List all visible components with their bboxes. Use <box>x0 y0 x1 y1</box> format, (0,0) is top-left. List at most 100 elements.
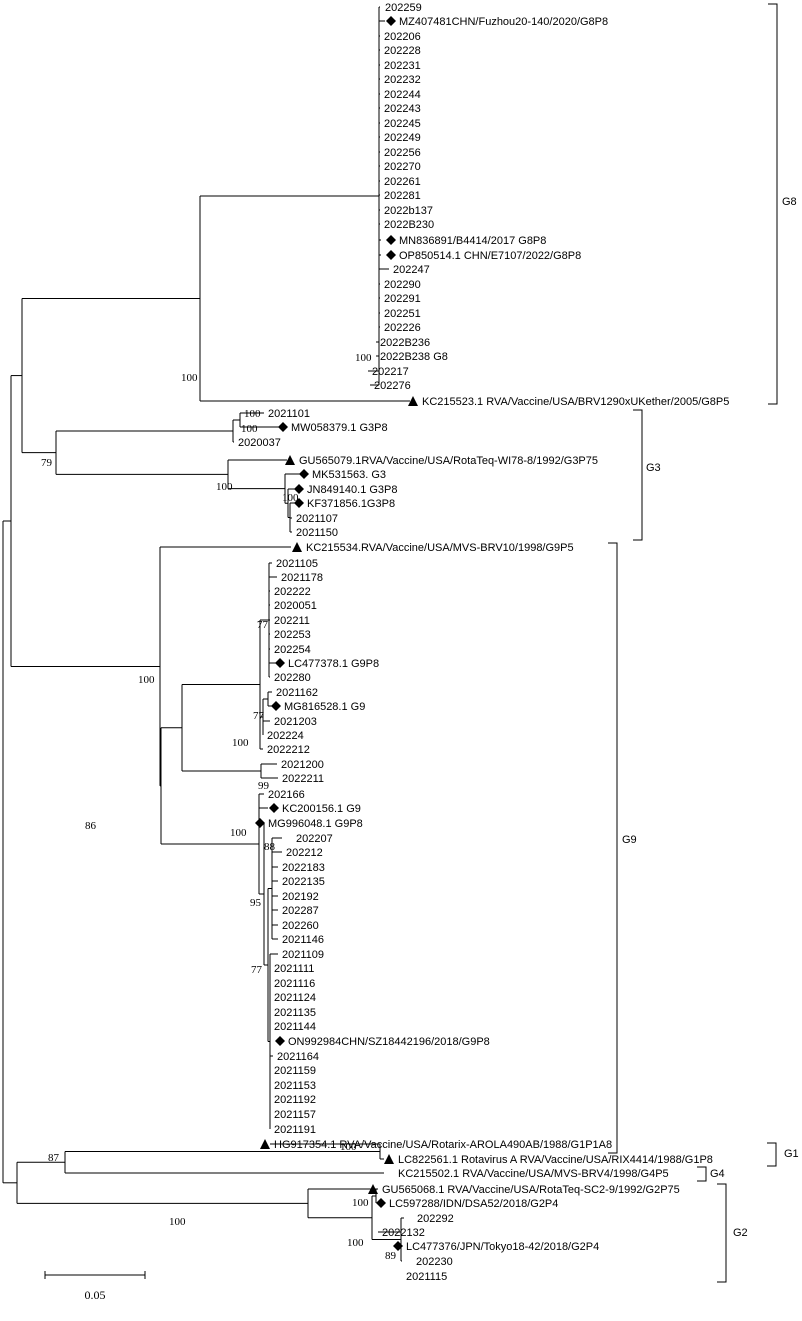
clade-bracket <box>717 1183 727 1283</box>
diamond-marker-icon <box>393 1241 403 1251</box>
clade-label: G1 <box>784 1148 799 1160</box>
tip-label: 2021111 <box>274 963 314 975</box>
tip-label: 202166 <box>268 789 305 801</box>
tip-label: 202222 <box>274 586 311 598</box>
bootstrap-value: 89 <box>385 1250 397 1262</box>
bootstrap-value: 88 <box>264 841 276 853</box>
tip-label: 202247 <box>393 264 430 276</box>
tip-label: 2021105 <box>276 558 318 570</box>
scale-bar-label: 0.05 <box>85 1288 106 1302</box>
clade-bracket <box>697 1166 707 1182</box>
bootstrap-value: 87 <box>48 1152 60 1164</box>
diamond-marker-icon <box>299 469 309 479</box>
tip-label: 202249 <box>384 132 421 144</box>
diamond-marker-icon <box>269 803 279 813</box>
tip-label: 2021159 <box>274 1065 316 1077</box>
tip-label: 2022B238 G8 <box>380 351 448 363</box>
scale-bar: 0.05 <box>44 1271 146 1302</box>
tip-label: 202244 <box>384 89 421 101</box>
bootstrap-value: 100 <box>232 737 249 749</box>
tip-label: 202270 <box>384 161 421 173</box>
tip-label: 202231 <box>384 60 421 72</box>
tip-label: LC477378.1 G9P8 <box>288 658 379 670</box>
tip-label: 2022132 <box>382 1227 425 1239</box>
tip-label: 2022211 <box>282 773 324 785</box>
tip-label: 202206 <box>384 31 421 43</box>
tip-label: 2021162 <box>276 687 318 699</box>
diamond-marker-icon <box>294 484 304 494</box>
triangle-marker-icon <box>260 1139 270 1149</box>
triangle-marker-icon <box>292 542 302 552</box>
tip-label: 2020051 <box>274 600 317 612</box>
tip-label: KC215523.1 RVA/Vaccine/USA/BRV1290xUKeth… <box>422 396 729 408</box>
tip-label: MZ407481CHN/Fuzhou20-140/2020/G8P8 <box>399 16 608 28</box>
bootstrap-value: 100 <box>181 372 198 384</box>
bootstrap-value: 77 <box>257 619 269 631</box>
triangle-marker-icon <box>285 455 295 465</box>
diamond-marker-icon <box>275 658 285 668</box>
diamond-marker-icon <box>386 16 396 26</box>
tip-label: 2021124 <box>274 992 316 1004</box>
bootstrap-value: 100 <box>216 481 233 493</box>
tip-label: 202259 <box>385 2 422 14</box>
tip-label: 2021107 <box>296 513 338 525</box>
tip-label: 2021192 <box>274 1094 316 1106</box>
tip-label: 202280 <box>274 672 311 684</box>
tip-label: 202228 <box>384 45 421 57</box>
tip-label: 202290 <box>384 279 421 291</box>
tip-label: 202260 <box>282 920 319 932</box>
bootstrap-value: 100 <box>241 423 258 435</box>
diamond-marker-icon <box>275 1036 285 1046</box>
bootstrap-value: 100 <box>282 492 299 504</box>
tip-label: 202254 <box>274 644 311 656</box>
clade-label: G4 <box>710 1168 725 1180</box>
bootstrap-value: 100 <box>347 1237 364 1249</box>
tip-label: 202256 <box>384 147 421 159</box>
tip-label: 202245 <box>384 118 421 130</box>
tip-label: MG816528.1 G9 <box>284 701 365 713</box>
tip-label: LC477376/JPN/Tokyo18-42/2018/G2P4 <box>406 1241 599 1253</box>
tip-label: KC215502.1 RVA/Vaccine/USA/MVS-BRV4/1998… <box>398 1168 669 1180</box>
tip-label: 202217 <box>372 366 409 378</box>
tip-label: KC200156.1 G9 <box>282 803 361 815</box>
tip-label: 202243 <box>384 103 421 115</box>
tip-label: ON992984CHN/SZ18442196/2018/G9P8 <box>288 1036 490 1048</box>
clade-label: G3 <box>646 462 661 474</box>
clade-bracket <box>767 1142 777 1167</box>
bootstrap-value: 86 <box>85 820 97 832</box>
tip-label: 202230 <box>416 1256 453 1268</box>
tip-label: GU565068.1 RVA/Vaccine/USA/RotaTeq-SC2-9… <box>382 1184 680 1196</box>
tip-label: 2021115 <box>406 1271 447 1283</box>
clade-bracket <box>768 3 778 405</box>
bootstrap-value: 100 <box>355 352 372 364</box>
tip-label: 202212 <box>286 847 323 859</box>
tip-label: 2021164 <box>277 1051 319 1063</box>
tip-label: 2022B230 <box>384 219 434 231</box>
tip-label: MW058379.1 G3P8 <box>291 422 388 434</box>
tip-label: KC215534.RVA/Vaccine/USA/MVS-BRV10/1998/… <box>306 542 574 554</box>
tip-label: MK531563. G3 <box>312 469 386 481</box>
tip-markers <box>255 16 418 1251</box>
tip-label: 2021153 <box>274 1080 316 1092</box>
tip-label: 2022b137 <box>384 205 433 217</box>
tip-label: 2022B236 <box>380 337 430 349</box>
bootstrap-value: 95 <box>250 897 262 909</box>
tip-label: GU565079.1RVA/Vaccine/USA/RotaTeq-WI78-8… <box>299 455 598 467</box>
tip-label: 2021191 <box>274 1124 316 1136</box>
tip-label: 2021116 <box>274 978 315 990</box>
diamond-marker-icon <box>386 250 396 260</box>
bootstrap-value: 77 <box>251 964 263 976</box>
clade-bracket <box>633 409 643 541</box>
triangle-marker-icon <box>368 1184 378 1194</box>
clade-label: G8 <box>782 196 797 208</box>
tip-label: 2021178 <box>281 572 323 584</box>
tip-label: 2022183 <box>282 862 325 874</box>
tree-branches <box>2 6 410 1262</box>
tip-label: LC597288/IDN/DSA52/2018/G2P4 <box>389 1198 558 1210</box>
tip-label: 2022212 <box>267 744 310 756</box>
tip-label: 202211 <box>274 615 310 627</box>
tip-label: 2021203 <box>274 716 317 728</box>
tip-label: 2021157 <box>274 1109 316 1121</box>
bootstrap-value: 100 <box>230 827 247 839</box>
